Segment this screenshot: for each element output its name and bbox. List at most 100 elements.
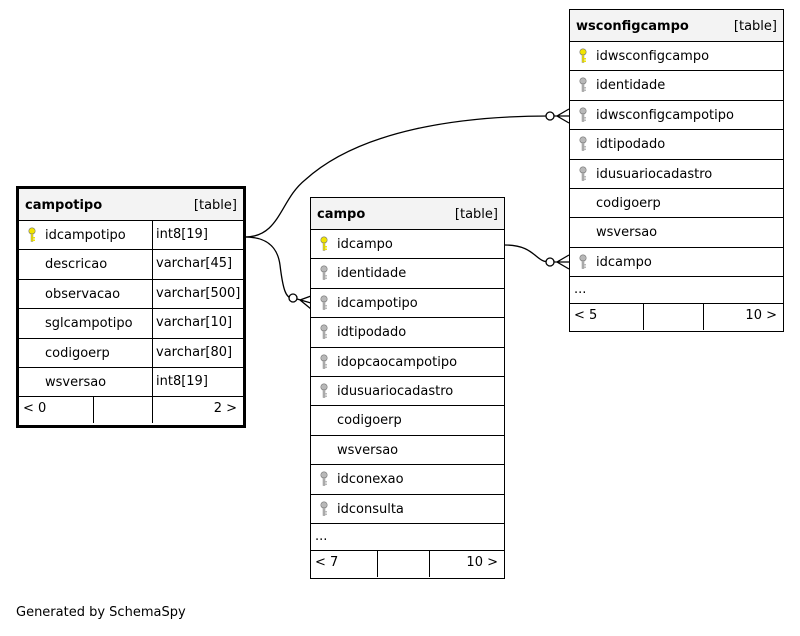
column-name: idcampo <box>596 254 652 270</box>
more-columns[interactable]: ... <box>570 277 783 305</box>
column-name: codigoerp <box>337 413 402 429</box>
column-row[interactable]: idusuariocadastro <box>311 377 504 407</box>
foreign-key-icon <box>319 265 329 281</box>
footer-spacer <box>93 397 153 424</box>
column-row[interactable]: descricao varchar[45] <box>19 250 243 280</box>
foreign-key-icon <box>578 166 588 182</box>
column-name: wsversao <box>337 442 399 458</box>
column-name: codigoerp <box>45 345 110 361</box>
optional-marker <box>545 111 555 121</box>
primary-key-icon <box>578 48 588 64</box>
table-footer: < 7 10 > <box>311 550 504 577</box>
table-footer: < 5 10 > <box>570 304 783 331</box>
column-name: idwsconfigcampotipo <box>596 107 734 123</box>
primary-key-icon <box>27 227 37 243</box>
relationship-campotipo-wsconfigcampo <box>244 115 550 238</box>
column-name: idcampo <box>337 237 393 252</box>
table-footer: < 0 2 > <box>19 397 243 424</box>
column-name: idwsconfigcampo <box>596 49 710 64</box>
column-name: idopcaocampotipo <box>337 354 458 370</box>
column-row[interactable]: idwsconfigcampotipo <box>570 101 783 131</box>
footer-spacer <box>643 304 704 331</box>
column-name: idtipodado <box>596 137 666 153</box>
column-row[interactable]: identidade <box>311 259 504 289</box>
column-row[interactable]: wsversao <box>570 218 783 248</box>
column-list: idwsconfigcampo identidade idwsconfigcampo… <box>570 42 783 278</box>
table-kind: [table] <box>733 19 777 34</box>
column-name: identidade <box>337 266 407 282</box>
foreign-key-icon <box>319 324 329 340</box>
column-name: wsversao <box>596 225 658 241</box>
column-type: varchar[500] <box>152 279 243 309</box>
column-row[interactable]: codigoerp <box>570 189 783 219</box>
more-label: ... <box>574 282 587 298</box>
column-name: idconexao <box>337 472 404 488</box>
foreign-key-icon <box>578 254 588 270</box>
crows-foot-marker <box>554 254 570 270</box>
primary-key-icon <box>319 236 329 252</box>
table-kind: [table] <box>454 207 498 222</box>
generator-credit: Generated by SchemaSpy <box>16 605 186 620</box>
parents-count[interactable]: < 7 <box>315 554 339 570</box>
column-row[interactable]: sglcampotipo varchar[10] <box>19 309 243 339</box>
more-columns[interactable]: ... <box>311 524 504 551</box>
relationship-campo-wsconfigcampo <box>504 244 550 263</box>
table-header: wsconfigcampo [table] <box>570 10 783 42</box>
column-row[interactable]: idconexao <box>311 465 504 495</box>
table-wsconfigcampo[interactable]: wsconfigcampo [table] idwsconfigcampo ide… <box>569 9 784 332</box>
column-name: descricao <box>45 257 108 273</box>
column-type: int8[19] <box>152 367 243 397</box>
column-row[interactable]: idcampotipo <box>311 289 504 319</box>
column-type: varchar[10] <box>152 309 243 338</box>
children-count[interactable]: 2 > <box>213 401 237 417</box>
parents-count[interactable]: < 0 <box>23 401 47 417</box>
optional-marker <box>288 293 298 303</box>
foreign-key-icon <box>578 77 588 93</box>
column-row[interactable]: idcampo <box>311 230 504 260</box>
table-campo[interactable]: campo [table] idcampo identidade idcampoti… <box>310 197 505 579</box>
column-row[interactable]: idcampo <box>570 248 783 278</box>
column-row[interactable]: wsversao <box>311 436 504 466</box>
column-row[interactable]: idusuariocadastro <box>570 160 783 189</box>
children-count[interactable]: 10 > <box>745 308 777 324</box>
table-name: campo <box>317 207 366 222</box>
column-row[interactable]: idopcaocampotipo <box>311 348 504 377</box>
column-name: codigoerp <box>596 195 661 211</box>
column-name: sglcampotipo <box>45 316 133 332</box>
column-name: idconsulta <box>337 501 404 517</box>
foreign-key-icon <box>319 471 329 487</box>
column-row[interactable]: identidade <box>570 71 783 101</box>
column-row[interactable]: idtipodado <box>311 318 504 348</box>
optional-marker <box>545 257 555 267</box>
column-name: idusuariocadastro <box>596 166 713 182</box>
column-name: idtipodado <box>337 325 407 341</box>
crows-foot-marker <box>554 108 570 124</box>
column-row[interactable]: idconsulta <box>311 495 504 524</box>
column-row[interactable]: codigoerp <box>311 406 504 436</box>
more-label: ... <box>315 528 328 544</box>
foreign-key-icon <box>578 136 588 152</box>
parents-count[interactable]: < 5 <box>574 308 598 324</box>
relationship-campotipo-campo <box>244 236 293 299</box>
table-header: campotipo [table] <box>19 189 243 221</box>
table-header: campo [table] <box>311 198 504 230</box>
foreign-key-icon <box>319 354 329 370</box>
table-name: campotipo <box>25 198 103 213</box>
column-list: idcampo identidade idcampotipo idtipodado id… <box>311 230 504 524</box>
column-name: idcampotipo <box>337 295 418 311</box>
column-type: int8[19] <box>152 221 243 250</box>
column-row[interactable]: idwsconfigcampo <box>570 42 783 72</box>
column-name: idusuariocadastro <box>337 383 454 399</box>
column-type: varchar[45] <box>152 250 243 279</box>
table-kind: [table] <box>193 198 237 213</box>
crows-foot-marker <box>296 295 312 310</box>
table-name: wsconfigcampo <box>576 19 689 34</box>
column-row[interactable]: idtipodado <box>570 130 783 160</box>
foreign-key-icon <box>319 295 329 311</box>
children-count[interactable]: 10 > <box>466 554 498 570</box>
